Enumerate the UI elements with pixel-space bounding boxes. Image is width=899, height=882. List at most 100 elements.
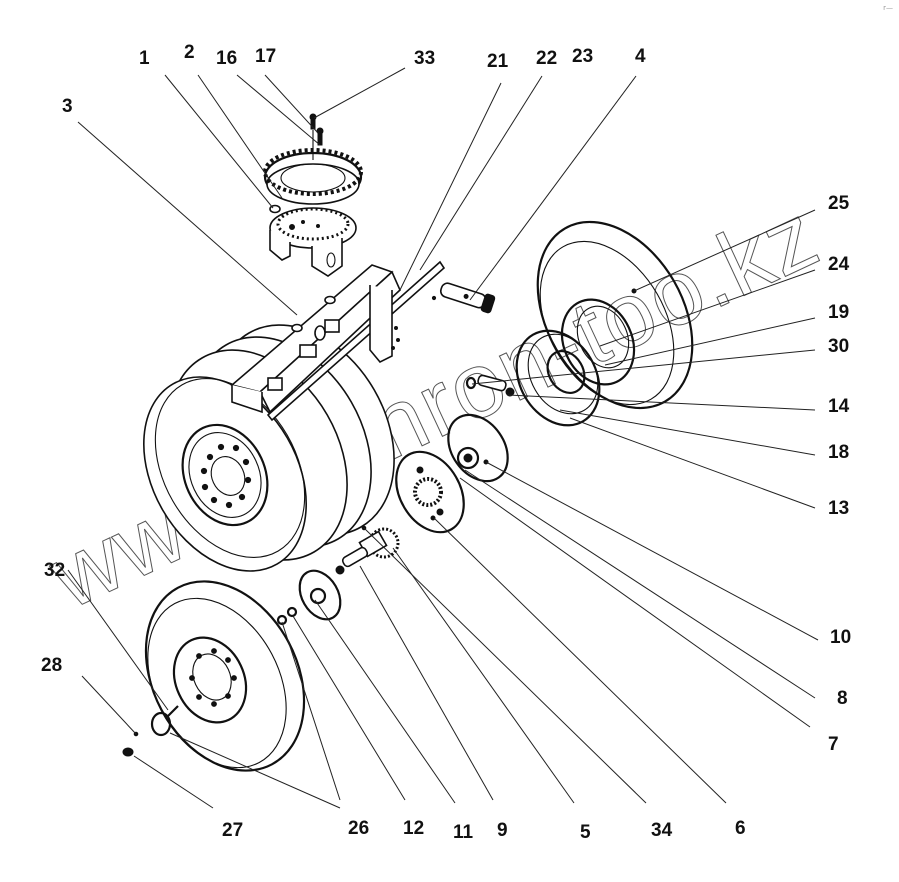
frame-stud [324, 295, 336, 305]
frame-hanger [369, 285, 393, 363]
ring-12 [276, 614, 288, 626]
wheel-nuts-rear [200, 443, 252, 509]
callout-4: 4 [635, 46, 646, 67]
washer-30 [465, 376, 477, 390]
leader-24 [599, 269, 816, 347]
wheel-hub [447, 413, 509, 483]
callout-3: 3 [62, 96, 73, 117]
frame-stud [291, 323, 303, 333]
leader-14 [507, 394, 816, 411]
gear-shaft [335, 525, 400, 575]
tire-rear-1 [143, 376, 307, 572]
hub-bearing [456, 446, 480, 470]
bolt-head-17 [316, 127, 324, 135]
hub-cap [122, 705, 179, 757]
callout-2: 2 [184, 42, 195, 63]
gear-disc-spline [413, 477, 443, 507]
bracket-leg-left [269, 230, 291, 261]
nut-18 [505, 387, 515, 397]
flange-9 [298, 569, 342, 621]
leader-17 [264, 74, 319, 134]
frame-end-block [231, 385, 263, 414]
ring-11 [286, 606, 298, 618]
hub-cap-32 [150, 711, 172, 737]
bracket-pin-hole [326, 252, 336, 268]
callout-24: 24 [828, 254, 850, 275]
drum-inner [527, 333, 599, 415]
leader-16 [236, 74, 321, 146]
hub-bearing-center [463, 453, 473, 463]
axle-pin-washer [431, 295, 437, 301]
leader-8 [464, 469, 816, 699]
turntable-hole [289, 224, 295, 230]
turntable-bracket [269, 204, 357, 277]
callout-22: 22 [536, 48, 557, 69]
turntable-hole [316, 224, 320, 228]
rim-rear [181, 423, 269, 527]
turntable-hole [301, 220, 305, 224]
callout-28: 28 [41, 655, 62, 676]
frame-bolt [391, 346, 395, 350]
rim-right [560, 298, 636, 386]
slewing-ring-bearing [263, 113, 363, 205]
brake-drum [465, 329, 601, 427]
leader-5 [392, 547, 575, 804]
rim-front [172, 636, 248, 724]
leader-9b [314, 599, 456, 804]
gear-disc-mark [430, 515, 436, 521]
callout-14: 14 [828, 396, 850, 417]
leader-33 [313, 67, 406, 119]
leader-6 [433, 517, 727, 804]
axle-pin [439, 282, 496, 314]
wheel-nuts-front [189, 648, 237, 707]
tire-right-outer [536, 220, 694, 410]
hub-flange [395, 450, 465, 534]
leader-11 [292, 615, 406, 801]
gear-disc-hole [436, 508, 444, 516]
hub-cap-bolt [167, 705, 179, 717]
corner-mark: r— [883, 4, 893, 12]
callout-33: 33 [414, 48, 435, 69]
flange-9-bore [309, 587, 327, 605]
leader-3 [77, 121, 298, 316]
frame-boss [267, 377, 283, 391]
callout-11: 11 [453, 822, 474, 843]
callout-1: 1 [139, 48, 150, 69]
callout-19: 19 [828, 302, 849, 323]
leader-1 [164, 74, 274, 209]
callout-5: 5 [580, 822, 591, 843]
leader-13 [569, 417, 816, 509]
callout-8: 8 [837, 688, 848, 709]
callout-10: 10 [830, 627, 851, 648]
axle-pin-nut [480, 293, 496, 314]
right-wheel-tire [536, 220, 694, 410]
callout-23: 23 [572, 46, 593, 67]
callout-7: 7 [828, 734, 839, 755]
leader-7 [459, 477, 811, 728]
hub-flange-outer [447, 413, 509, 483]
callout-27: 27 [222, 820, 243, 841]
leader-22 [419, 75, 543, 271]
leader-lines [67, 67, 819, 809]
rim-rear-inner [188, 432, 262, 518]
leader-12 [281, 621, 341, 801]
callout-6: 6 [735, 818, 746, 839]
callout-21: 21 [487, 51, 509, 72]
leader-27 [133, 755, 214, 809]
leader-2 [197, 74, 283, 199]
callout-16: 16 [216, 48, 237, 69]
leader-30 [471, 349, 816, 385]
leader-4 [469, 75, 637, 301]
axle-pin-hole [463, 293, 469, 299]
ring-lower-edge [266, 163, 360, 205]
rear-dual-wheel-assembly [143, 324, 395, 572]
callout-30: 30 [828, 336, 849, 357]
shaft-stub [341, 546, 369, 568]
turntable-bolt-circle [276, 207, 350, 241]
callout-9: 9 [497, 820, 508, 841]
leader-9 [359, 565, 494, 801]
frame-boss [324, 319, 340, 333]
callout-13: 13 [828, 498, 849, 519]
axle-shaft-14 [477, 374, 507, 392]
